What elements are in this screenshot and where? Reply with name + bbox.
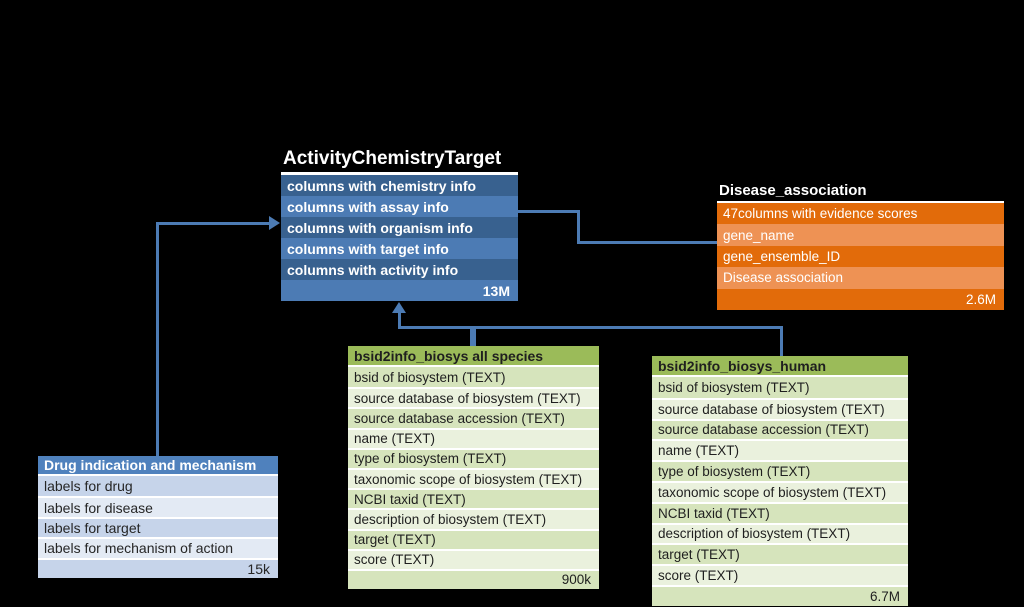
table-row: description of biosystem (TEXT) <box>348 508 599 529</box>
table-row: bsid of biosystem (TEXT) <box>348 367 599 388</box>
table-activity-chemistry-target: ActivityChemistryTarget columns with che… <box>281 148 518 301</box>
table-row: source database of biosystem (TEXT) <box>652 397 908 419</box>
table-bsid2info-human: bsid2info_biosys_human bsid of biosystem… <box>652 356 908 606</box>
arrow-right-icon <box>269 216 280 230</box>
table-row: source database of biosystem (TEXT) <box>348 387 599 408</box>
row-count: 900k <box>348 568 599 590</box>
connector-biosys-species-stub <box>470 326 476 346</box>
table-row: taxonomic scope of biosystem (TEXT) <box>652 480 908 502</box>
table-row: labels for target <box>38 516 278 538</box>
row-count: 2.6M <box>717 288 1004 310</box>
table-row: source database accession (TEXT) <box>652 418 908 440</box>
table-row: score (TEXT) <box>652 564 908 585</box>
table-title: ActivityChemistryTarget <box>281 148 518 175</box>
table-row: taxonomic scope of biosystem (TEXT) <box>348 467 599 489</box>
table-row: type of biosystem (TEXT) <box>652 460 908 481</box>
connector-biosys-horizontal <box>398 326 783 329</box>
connector-activity-to-disease-h2 <box>577 241 717 244</box>
table-row: columns with organism info <box>281 217 518 238</box>
table-row: name (TEXT) <box>348 427 599 448</box>
table-row: columns with activity info <box>281 259 518 280</box>
connector-biosys-human-stub <box>780 326 783 356</box>
arrow-up-icon <box>392 302 406 313</box>
table-title: bsid2info_biosys_human <box>652 356 908 377</box>
table-row: columns with target info <box>281 238 518 259</box>
table-bsid2info-all-species: bsid2info_biosys all species bsid of bio… <box>348 346 599 590</box>
table-drug-indication-mechanism: Drug indication and mechanism labels for… <box>38 456 278 578</box>
table-row: NCBI taxid (TEXT) <box>348 488 599 509</box>
table-title: Drug indication and mechanism <box>38 456 278 476</box>
table-row: labels for mechanism of action <box>38 537 278 558</box>
table-row: labels for disease <box>38 496 278 517</box>
connector-activity-to-disease-h1 <box>518 210 580 213</box>
table-row: columns with chemistry info <box>281 175 518 196</box>
table-row: 47columns with evidence scores <box>717 203 1004 225</box>
table-row: type of biosystem (TEXT) <box>348 447 599 468</box>
table-title: bsid2info_biosys all species <box>348 346 599 367</box>
table-title: Disease_association <box>717 182 1004 203</box>
connector-drug-to-activity-vertical <box>156 222 159 458</box>
row-count: 13M <box>281 280 518 301</box>
row-count: 15k <box>38 557 278 578</box>
table-row: target (TEXT) <box>652 543 908 565</box>
table-row: target (TEXT) <box>348 528 599 549</box>
table-row: description of biosystem (TEXT) <box>652 522 908 544</box>
table-row: bsid of biosystem (TEXT) <box>652 377 908 398</box>
connector-activity-to-disease-vertical <box>577 210 580 244</box>
connector-drug-to-activity-horizontal <box>156 222 269 225</box>
table-row: gene_name <box>717 224 1004 246</box>
table-row: source database accession (TEXT) <box>348 407 599 428</box>
table-row: NCBI taxid (TEXT) <box>652 501 908 523</box>
table-row: columns with assay info <box>281 196 518 217</box>
table-row: score (TEXT) <box>348 548 599 569</box>
connector-biosys-arrow-stem <box>398 311 401 329</box>
table-disease-association: Disease_association 47columns with evide… <box>717 182 1004 310</box>
table-row: labels for drug <box>38 476 278 497</box>
table-row: Disease association <box>717 267 1004 289</box>
table-row: gene_ensemble_ID <box>717 245 1004 268</box>
row-count: 6.7M <box>652 584 908 606</box>
table-row: name (TEXT) <box>652 439 908 461</box>
